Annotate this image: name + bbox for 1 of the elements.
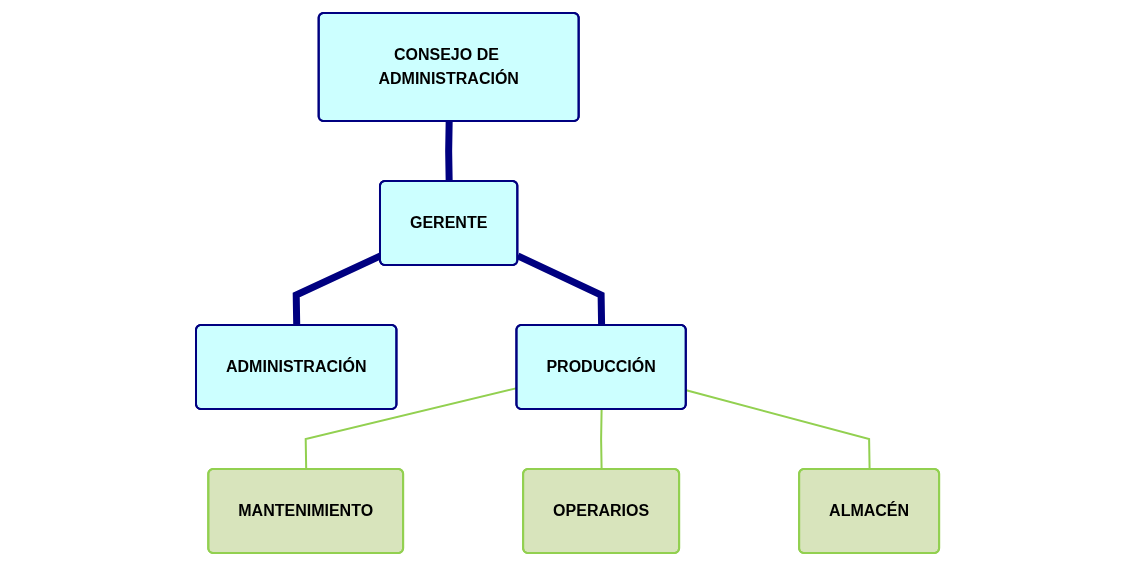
connector xyxy=(445,121,454,182)
